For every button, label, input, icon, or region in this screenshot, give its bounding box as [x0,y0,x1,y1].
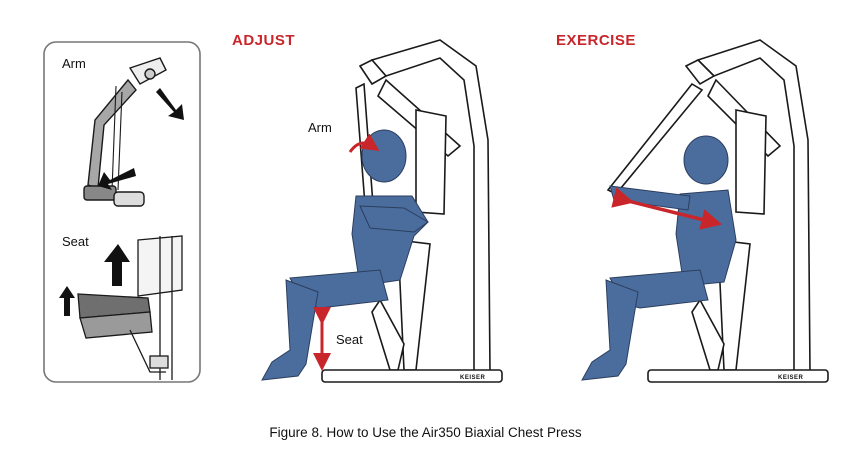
seat-raise-arrow-small [59,286,75,316]
inset-arm-label: Arm [62,56,86,71]
adjust-user-silhouette [261,129,429,381]
seat-raise-arrow-large [104,244,130,286]
adjust-brand-mark: KEISER [460,375,486,381]
inset-seat-label: Seat [62,234,89,249]
adjust-arm-label: Arm [308,120,332,135]
seat-detail-illustration [77,235,183,380]
exercise-brand-mark: KEISER [778,375,804,381]
exercise-machine [606,39,829,383]
inset-panel [43,41,201,383]
exercise-heading: EXERCISE [556,32,636,49]
press-motion-arrow [611,187,723,230]
arm-lock-arrow [98,168,136,190]
adjust-heading: ADJUST [232,32,296,49]
arm-detail-illustration [83,57,167,207]
arm-adjust-arrow [156,88,184,120]
arm-rotate-arrow [348,133,380,153]
figure-caption: Figure 8. How to Use the Air350 Biaxial … [269,425,582,440]
adjust-seat-label: Seat [336,332,363,347]
adjust-machine [321,39,503,383]
